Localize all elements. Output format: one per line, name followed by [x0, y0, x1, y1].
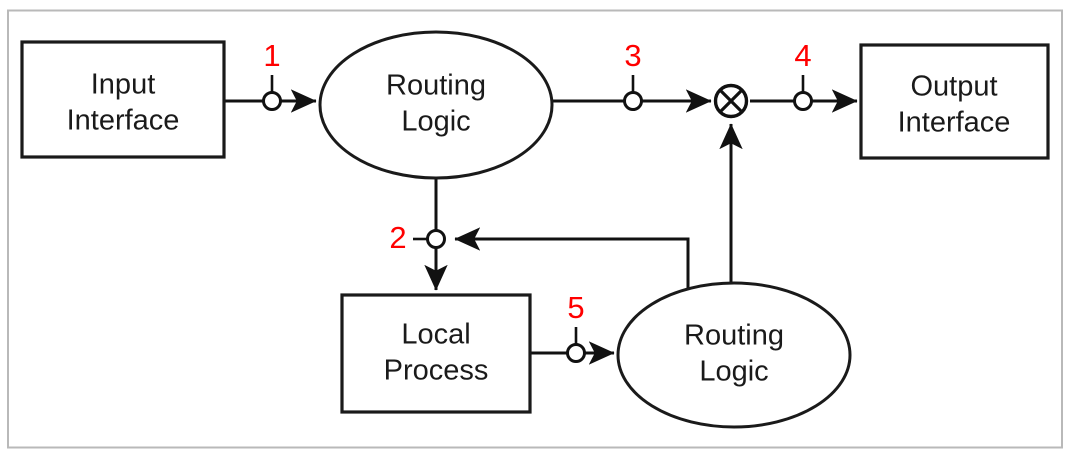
- block-local-process-line1: Local: [401, 319, 470, 351]
- probe-point-3[interactable]: 3: [623, 38, 643, 111]
- probe-3-label: 3: [624, 38, 641, 73]
- probe-3-marker: [623, 91, 643, 111]
- probe-1-label: 1: [263, 38, 280, 73]
- block-input-interface[interactable]: [20, 40, 226, 159]
- probe-1-marker: [262, 91, 282, 111]
- block-routing-logic-bottom[interactable]: [616, 281, 852, 429]
- block-input-interface-line1: Input: [91, 69, 156, 101]
- probe-4-label: 4: [794, 38, 811, 73]
- page-frame: [7, 9, 1063, 449]
- probe-point-5[interactable]: 5: [566, 290, 586, 363]
- probe-4-marker: [793, 91, 813, 111]
- block-routing-logic-bottom-line2: Logic: [699, 356, 768, 388]
- block-routing-logic-top-line2: Logic: [401, 106, 470, 138]
- block-local-process-line2: Process: [384, 355, 489, 387]
- probe-point-4[interactable]: 4: [793, 38, 813, 111]
- mixer-operator[interactable]: [713, 83, 749, 119]
- block-local-process[interactable]: [340, 293, 532, 414]
- block-output-interface-line2: Interface: [898, 107, 1011, 139]
- block-routing-logic-top[interactable]: [318, 30, 554, 180]
- probe-2-label: 2: [389, 220, 406, 255]
- block-output-interface[interactable]: [859, 43, 1050, 160]
- probe-5-label: 5: [567, 290, 584, 325]
- probe-5-marker: [566, 343, 586, 363]
- probe-2-marker: [426, 229, 446, 249]
- block-output-interface-line1: Output: [910, 71, 997, 103]
- mixer-x-stroke-b: [719, 89, 743, 113]
- block-routing-logic-top-line1: Routing: [386, 70, 486, 102]
- block-routing-logic-bottom-line1: Routing: [684, 320, 784, 352]
- edge-routing-bottom-feedback-to-probe2: [454, 227, 690, 291]
- probe-point-2[interactable]: 2: [389, 220, 446, 255]
- block-input-interface-line2: Interface: [67, 105, 180, 137]
- probe-point-1[interactable]: 1: [262, 38, 282, 111]
